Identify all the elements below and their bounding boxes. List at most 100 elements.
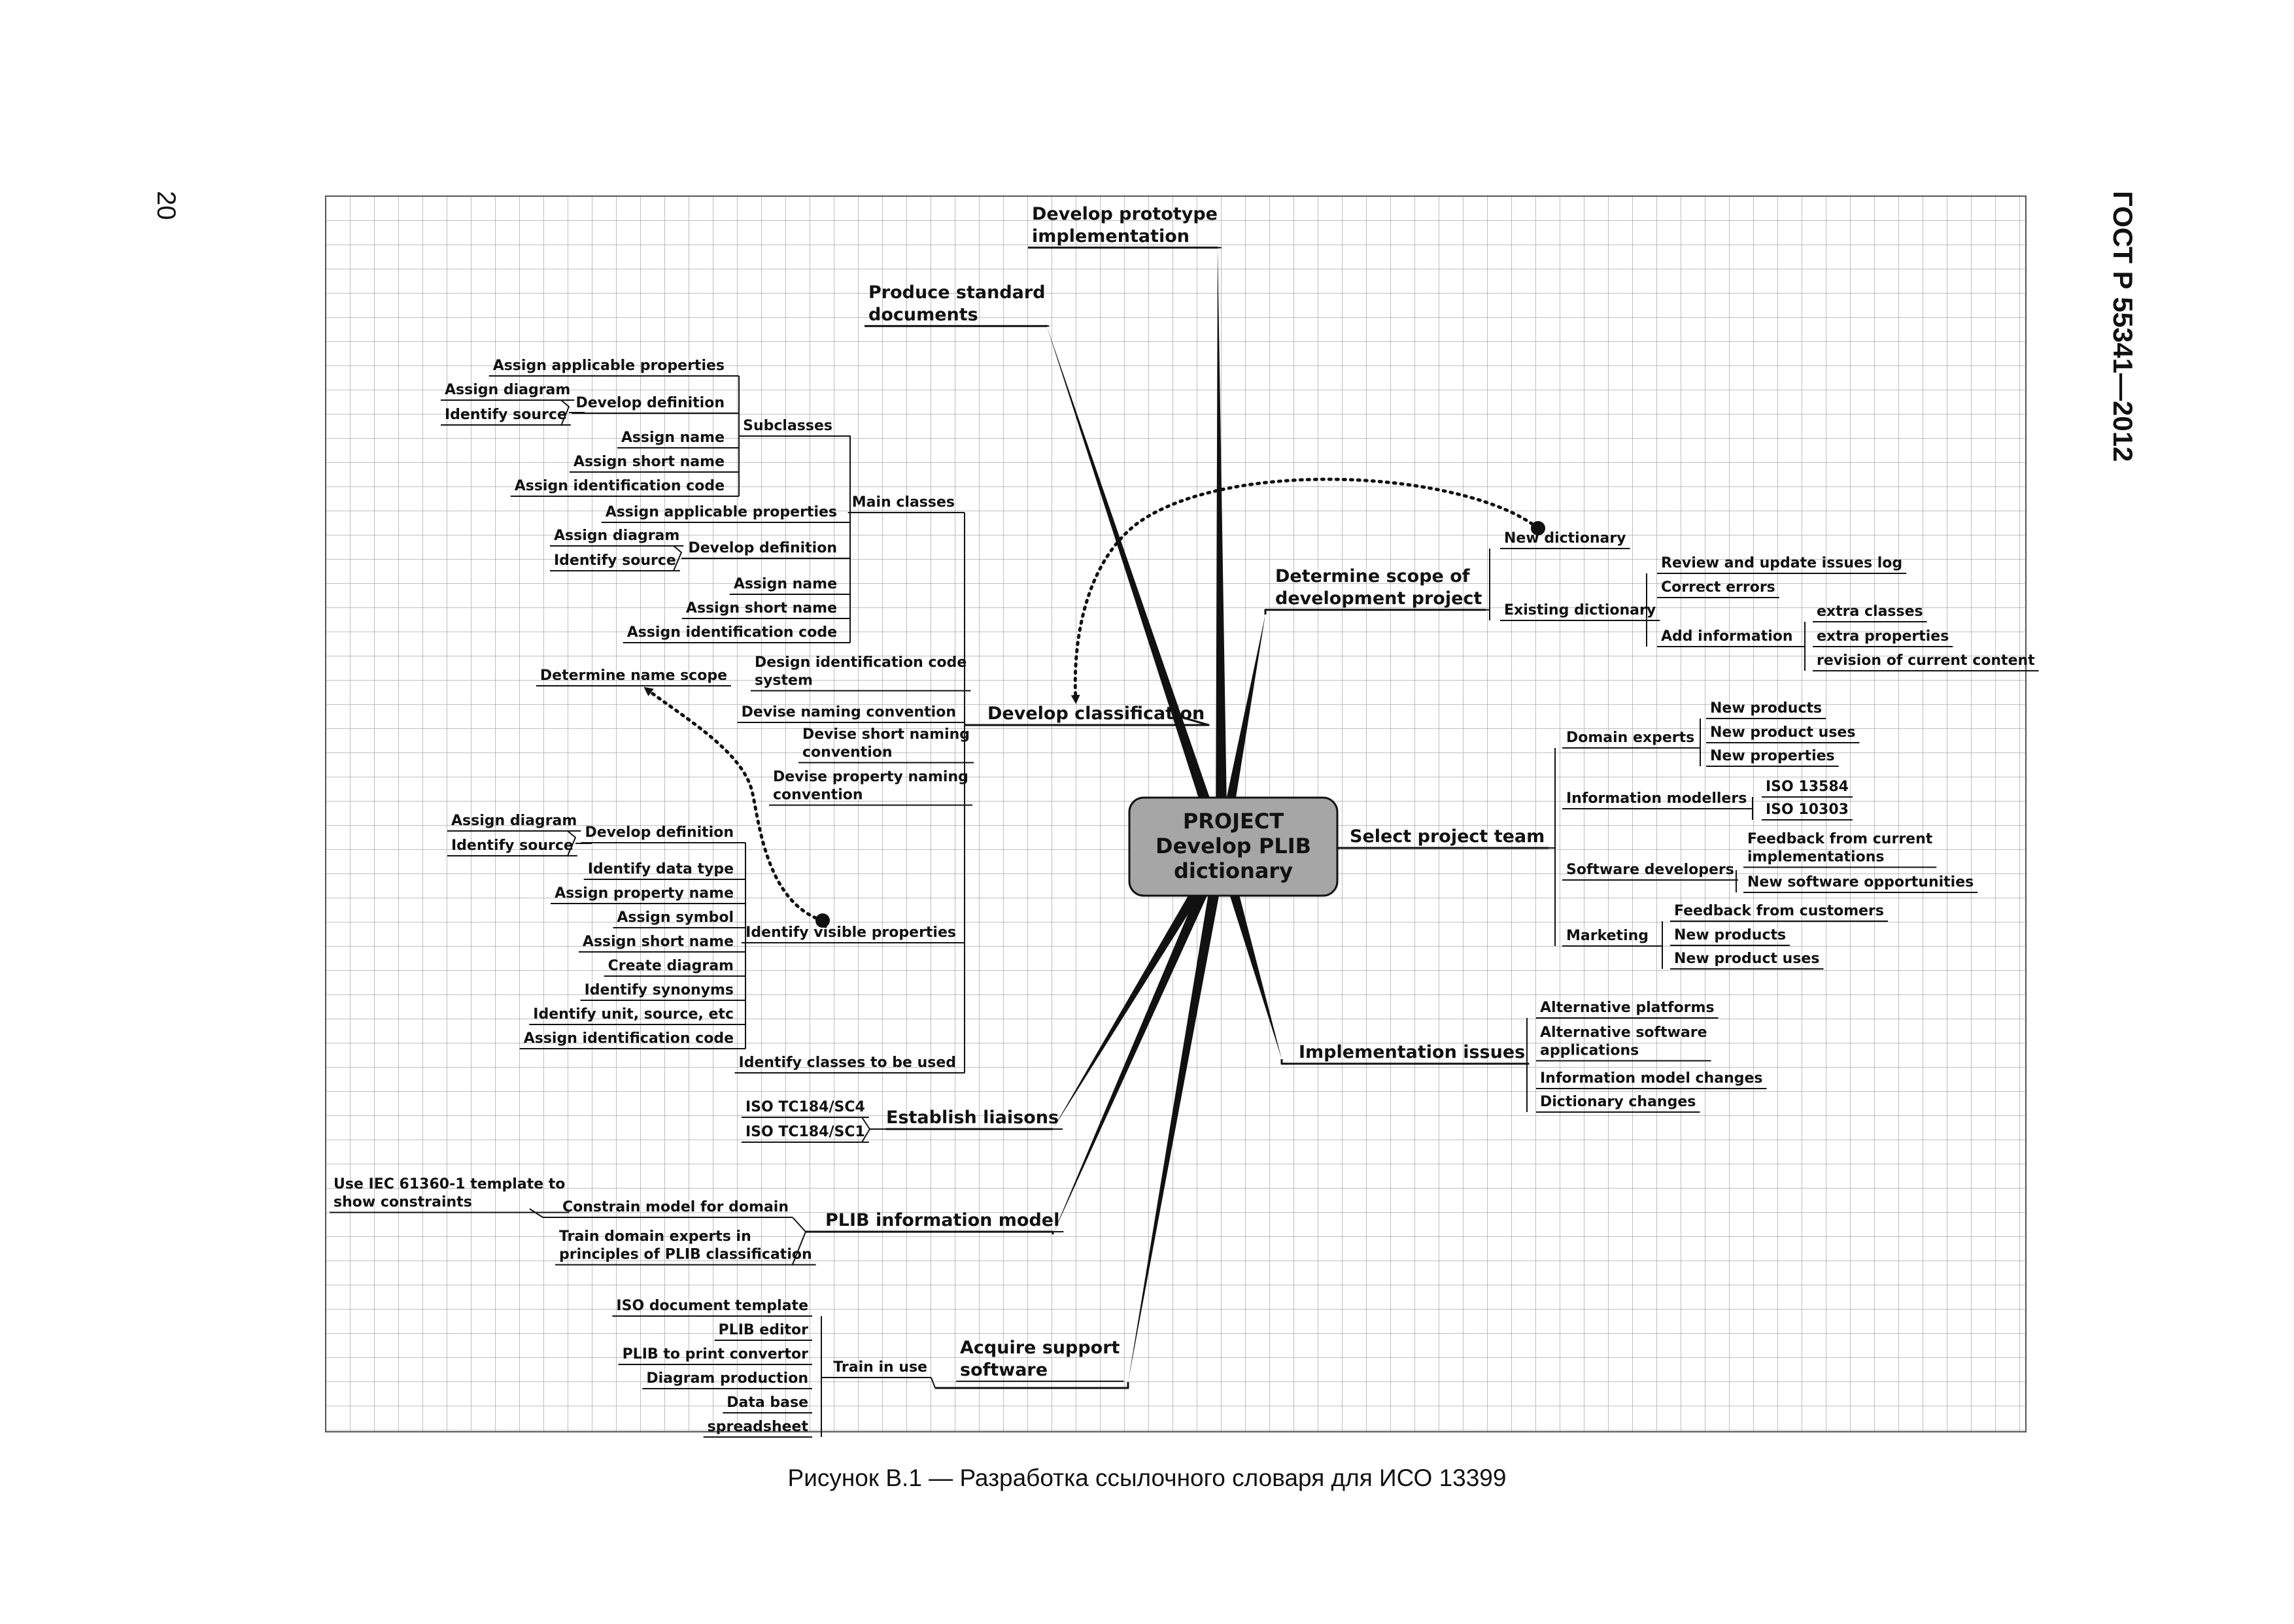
- visible-property-item: Assign identification code: [524, 1030, 734, 1047]
- domain-experts-item: New properties: [1710, 748, 1835, 764]
- identify-visible-properties: Identify visible properties: [745, 924, 956, 941]
- implementation-item: Dictionary changes: [1540, 1094, 1696, 1110]
- document-id: ГОСТ Р 55341—2012: [2108, 191, 2138, 462]
- connector-line: [560, 399, 570, 426]
- visible-property-item: Assign property name: [555, 885, 734, 902]
- branch-support-software: software: [960, 1360, 1048, 1380]
- subclasses: Subclasses: [743, 418, 832, 434]
- spoke-liaisons: [1053, 847, 1227, 1129]
- domain-experts-item: New products: [1710, 700, 1822, 717]
- train-in-use: Train in use: [833, 1359, 927, 1376]
- connector-line: [806, 1230, 1054, 1234]
- marketing-item: Feedback from customers: [1674, 903, 1884, 919]
- domain-experts-item: New product uses: [1710, 724, 1855, 741]
- branch-standard-docs: documents: [868, 305, 978, 325]
- branch-prototype: implementation: [1032, 226, 1190, 246]
- design-identification-code: system: [755, 673, 813, 689]
- software-developers-item: implementations: [1747, 849, 1884, 866]
- visible-property-item: Create diagram: [608, 958, 734, 974]
- add-information-item: extra properties: [1817, 628, 1949, 645]
- visible-property-item: Assign short name: [583, 934, 734, 950]
- add-information-item: revision of current content: [1817, 652, 2035, 669]
- branch-team: Select project team: [1350, 826, 1545, 847]
- subclass-item: Assign short name: [574, 454, 725, 470]
- main-class-item: Assign applicable properties: [606, 504, 837, 520]
- support-software-item: PLIB editor: [719, 1322, 809, 1338]
- devise-short-naming: Devise short naming: [802, 726, 970, 743]
- existing-dictionary-item: Correct errors: [1661, 579, 1775, 596]
- dotted-link-classification: [1070, 477, 1540, 704]
- design-identification-code: Design identification code: [755, 654, 967, 671]
- spoke-impl-issues: [1216, 848, 1282, 1059]
- subclass-item: Assign applicable properties: [493, 358, 725, 374]
- connector-line: [935, 1382, 1129, 1389]
- support-software-item: spreadsheet: [708, 1419, 809, 1435]
- branch-liaisons: Establish liaisons: [886, 1108, 1059, 1128]
- connector-line: [865, 325, 1048, 328]
- implementation-item: Alternative software: [1540, 1024, 1707, 1041]
- main-class-item: Assign name: [734, 576, 837, 592]
- branch-prototype: Develop prototype: [1032, 204, 1218, 224]
- spoke-support-software: [1128, 849, 1227, 1382]
- add-information-item: extra classes: [1817, 603, 1923, 620]
- visible-property-item: Develop definition: [585, 824, 734, 841]
- main-class-def-item: Assign diagram: [554, 528, 679, 544]
- central-node-label: dictionary: [1174, 858, 1293, 883]
- visible-property-item: Assign symbol: [617, 909, 734, 926]
- subclass-item: Develop definition: [575, 395, 725, 411]
- spoke-scope: [1216, 615, 1265, 851]
- connector-line: [673, 545, 682, 571]
- marketing: Marketing: [1566, 928, 1649, 944]
- implementation-item: applications: [1540, 1043, 1639, 1059]
- identify-classes-to-be-used: Identify classes to be used: [739, 1055, 956, 1071]
- liaison-item: ISO TC184/SC4: [745, 1099, 865, 1115]
- spoke-prototype: [1216, 247, 1227, 851]
- link-dot: [815, 913, 830, 928]
- information-modellers-item: ISO 13584: [1766, 779, 1849, 795]
- constrain-model: Constrain model for domain: [562, 1199, 789, 1215]
- iec-template: show constraints: [334, 1194, 472, 1211]
- spoke-standard-docs: [1046, 325, 1227, 852]
- central-node-label: PROJECT: [1183, 809, 1284, 834]
- train-domain-experts: Train domain experts in: [559, 1228, 751, 1245]
- dotted-link-name-scope: [643, 686, 825, 922]
- marketing-item: New product uses: [1674, 951, 1819, 967]
- software-developers: Software developers: [1566, 862, 1734, 878]
- connector-line: [836, 435, 851, 513]
- branch-scope: Determine scope of: [1275, 566, 1470, 586]
- connector-line: [529, 1208, 558, 1218]
- subclass-def-item: Assign diagram: [445, 382, 570, 398]
- connectors: [330, 246, 2039, 1438]
- software-developers-item: Feedback from current: [1747, 831, 1933, 847]
- subclass-item: Assign identification code: [515, 478, 725, 494]
- support-software-item: PLIB to print convertor: [623, 1346, 809, 1362]
- main-class-item: Assign identification code: [627, 624, 837, 641]
- spoke-info-model: [1053, 847, 1227, 1234]
- domain-experts: Domain experts: [1566, 730, 1694, 746]
- visible-property-item: Identify data type: [588, 861, 734, 877]
- branch-classification: Develop classification: [987, 703, 1205, 724]
- iec-template: Use IEC 61360-1 template to: [334, 1176, 565, 1193]
- train-domain-experts: principles of PLIB classification: [559, 1247, 812, 1263]
- branch-support-software: Acquire support: [960, 1338, 1120, 1358]
- connector-line: [1280, 1059, 1530, 1065]
- link-dot: [1531, 521, 1545, 535]
- branch-info-model: PLIB information model: [825, 1210, 1059, 1230]
- subclass-item: Assign name: [621, 430, 725, 446]
- figure-caption: Рисунок В.1 — Разработка ссылочного слов…: [787, 1464, 1507, 1491]
- connector-line: [965, 715, 1210, 726]
- branch-standard-docs: Produce standard: [868, 282, 1046, 303]
- determine-name-scope: Determine name scope: [540, 668, 727, 684]
- central-node-box: [1128, 796, 1339, 897]
- connector-line: [567, 830, 576, 856]
- connector-line: [1264, 609, 1486, 615]
- implementation-item: Information model changes: [1540, 1070, 1763, 1087]
- implementation-item: Alternative platforms: [1540, 1000, 1715, 1016]
- central-node-label: Develop PLIB: [1156, 834, 1311, 858]
- main-class-item: Assign short name: [686, 600, 837, 617]
- connector-line: [931, 1377, 936, 1389]
- main-classes: Main classes: [852, 494, 955, 511]
